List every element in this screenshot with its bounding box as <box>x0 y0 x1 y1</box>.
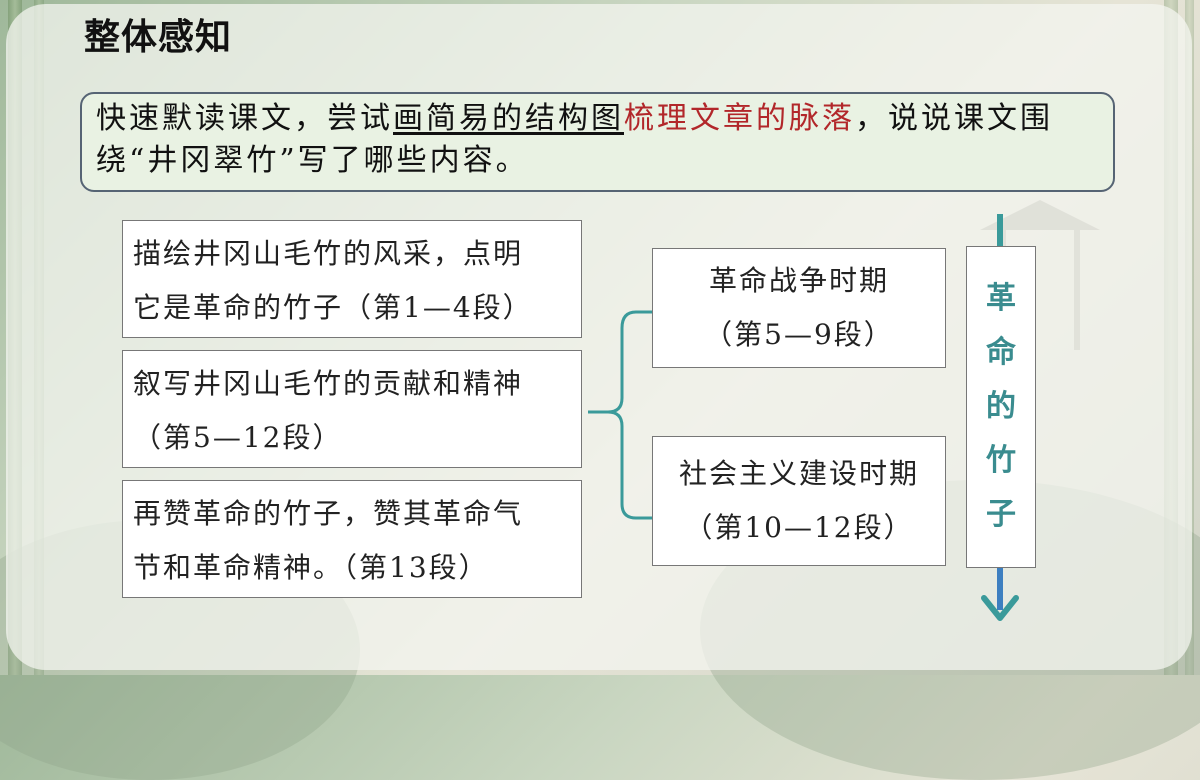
question-text: ，说说课文围绕“井冈翠竹”写了哪些内容。 <box>96 101 1053 178</box>
theme-char: 的 <box>986 389 1016 424</box>
period-box: 社会主义建设时期 （第10—12段） <box>652 436 946 566</box>
connector-lines <box>588 214 1019 621</box>
theme-char: 命 <box>986 335 1016 370</box>
summary-line: 节和革命精神。（第13段） <box>133 551 489 584</box>
question-highlighted-text: 梳理文章的脉落 <box>624 101 855 136</box>
brace-connector <box>588 310 654 414</box>
theme-char: 革 <box>986 281 1016 316</box>
period-title: 社会主义建设时期 <box>678 457 919 490</box>
brace-connector <box>607 410 654 520</box>
summary-box: 描绘井冈山毛竹的风采，点明 它是革命的竹子（第1—4段） <box>122 220 582 338</box>
summary-box: 再赞革命的竹子，赞其革命气 节和革命精神。（第13段） <box>122 480 582 598</box>
summary-box: 叙写井冈山毛竹的贡献和精神 （第5—12段） <box>122 350 582 468</box>
down-arrow-icon <box>981 595 1019 621</box>
period-range: （第5—9段） <box>704 318 894 351</box>
question-text: 快速默读课文，尝试 <box>96 101 393 136</box>
summary-line: 它是革命的竹子（第1—4段） <box>133 291 533 324</box>
summary-line: 叙写井冈山毛竹的贡献和精神 <box>133 367 524 400</box>
period-box: 革命战争时期 （第5—9段） <box>652 248 946 368</box>
page-title: 整体感知 <box>84 17 233 58</box>
question-box: 快速默读课文，尝试画简易的结构图梳理文章的脉落，说说课文围绕“井冈翠竹”写了哪些… <box>80 92 1115 192</box>
theme-char: 子 <box>986 497 1016 532</box>
theme-char: 竹 <box>986 443 1016 478</box>
summary-line: （第5—12段） <box>133 421 343 454</box>
summary-line: 再赞革命的竹子，赞其革命气 <box>133 497 524 530</box>
period-range: （第10—12段） <box>684 511 914 544</box>
period-title: 革命战争时期 <box>708 264 889 297</box>
summary-line: 描绘井冈山毛竹的风采，点明 <box>133 237 524 270</box>
theme-vertical-box: 革 命 的 竹 子 <box>966 246 1036 568</box>
question-underlined-text: 画简易的结构图 <box>393 101 624 136</box>
